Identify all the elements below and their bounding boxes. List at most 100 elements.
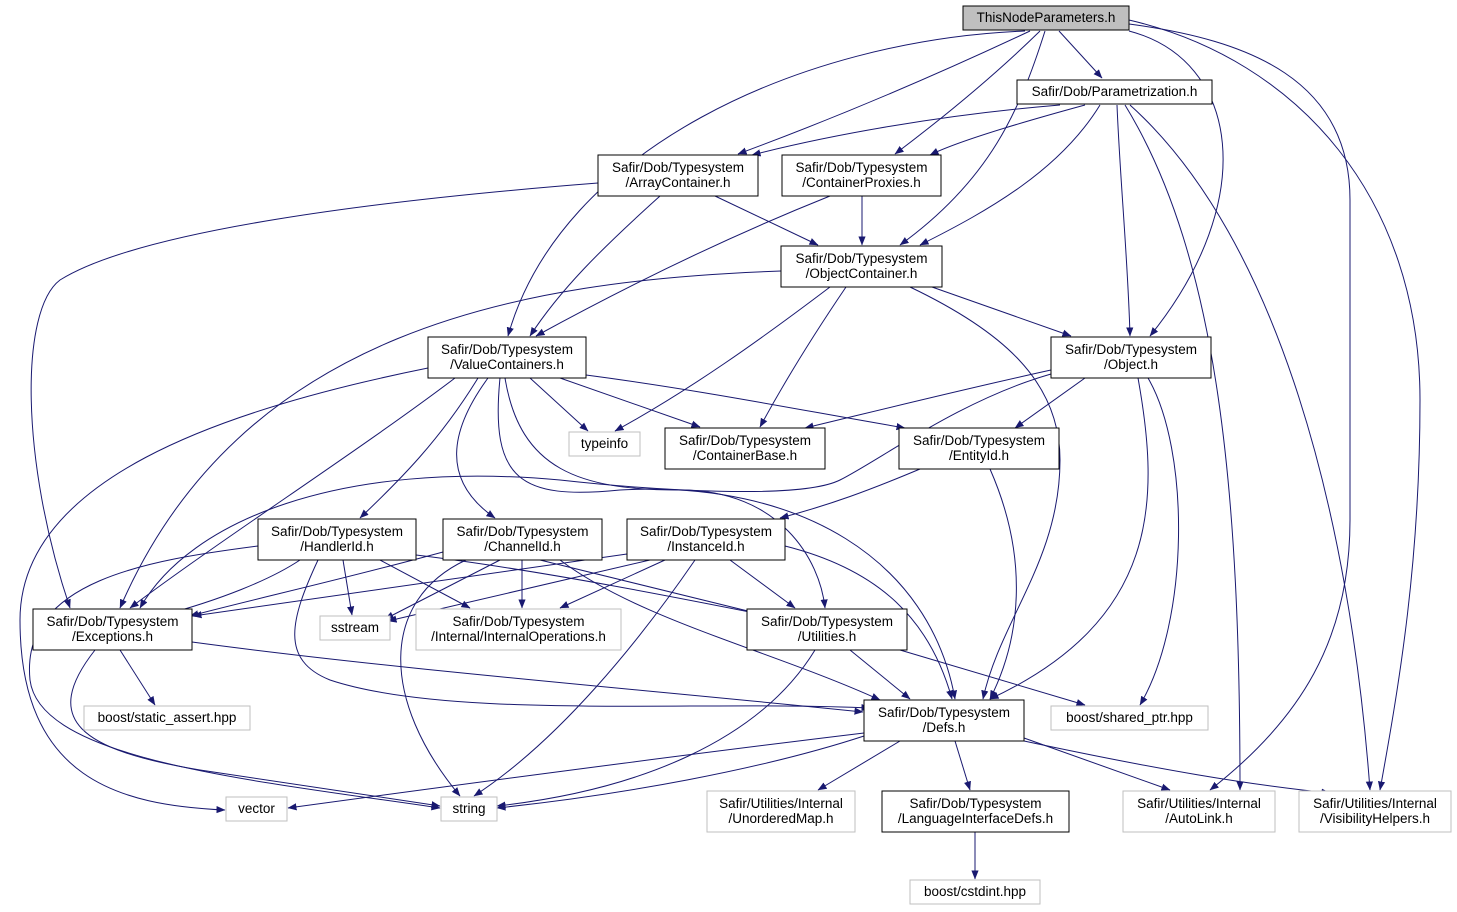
node-valc[interactable]: Safir/Dob/Typesystem/ValueContainers.h bbox=[427, 336, 587, 379]
node-chn[interactable]: Safir/Dob/Typesystem/ChannelId.h bbox=[442, 518, 603, 561]
edge-line bbox=[504, 377, 828, 609]
node-box bbox=[415, 608, 622, 651]
edge-line bbox=[1128, 30, 1224, 337]
node-lidefs[interactable]: Safir/Dob/Typesystem/LanguageInterfaceDe… bbox=[881, 790, 1070, 833]
node-label: /ChannelId.h bbox=[484, 539, 561, 554]
node-label: /ContainerBase.h bbox=[693, 448, 797, 463]
node-box bbox=[962, 5, 1130, 31]
edge-line bbox=[751, 104, 1061, 157]
edge-line bbox=[714, 195, 819, 246]
edge-chn-str bbox=[400, 559, 467, 797]
edge-line bbox=[384, 559, 501, 620]
node-box bbox=[225, 796, 288, 822]
edge-objc-defs bbox=[909, 286, 1061, 700]
node-defs[interactable]: Safir/Dob/Typesystem/Defs.h bbox=[863, 699, 1025, 742]
node-label: boost/static_assert.hpp bbox=[98, 710, 237, 725]
node-objc[interactable]: Safir/Dob/Typesystem/ObjectContainer.h bbox=[780, 245, 943, 288]
edge-line bbox=[400, 559, 467, 797]
node-label: /Object.h bbox=[1104, 357, 1158, 372]
node-str: string bbox=[440, 796, 498, 822]
edge-exc-sassert bbox=[119, 649, 156, 706]
edge-line bbox=[559, 559, 666, 609]
node-cstd: boost/cstdint.hpp bbox=[909, 879, 1041, 905]
edge-chn-defs bbox=[559, 559, 881, 701]
edge-inst-exc bbox=[192, 553, 628, 619]
edge-hnd-iops bbox=[379, 559, 471, 609]
edge-line bbox=[1128, 19, 1421, 791]
node-util[interactable]: Safir/Dob/Typesystem/Utilities.h bbox=[746, 608, 908, 651]
node-box bbox=[909, 879, 1041, 905]
edge-chn-sstr bbox=[384, 559, 501, 620]
edge-root-obj bbox=[1128, 30, 1224, 337]
node-label: Safir/Dob/Typesystem bbox=[271, 524, 403, 539]
edge-param-vis bbox=[1129, 104, 1373, 791]
edge-defs-alink bbox=[1023, 737, 1171, 791]
edge-obj-cbase bbox=[804, 369, 1052, 430]
edge-defs-vis bbox=[1023, 740, 1331, 796]
nodes-layer: ThisNodeParameters.hSafir/Dob/Parametriz… bbox=[32, 5, 1452, 905]
edge-line bbox=[729, 559, 796, 609]
node-inst[interactable]: Safir/Dob/Typesystem/InstanceId.h bbox=[626, 518, 786, 561]
edge-line bbox=[192, 553, 628, 619]
node-label: Safir/Dob/Typesystem bbox=[679, 433, 811, 448]
node-hnd[interactable]: Safir/Dob/Typesystem/HandlerId.h bbox=[257, 518, 417, 561]
edge-root-cprox bbox=[894, 30, 1041, 155]
edge-param-alink bbox=[1124, 104, 1244, 791]
node-label: Safir/Dob/Typesystem bbox=[441, 342, 573, 357]
node-label: string bbox=[452, 801, 485, 816]
node-label: /Defs.h bbox=[923, 720, 966, 735]
edge-inst-defs bbox=[784, 545, 954, 700]
edge-line bbox=[529, 195, 661, 337]
edge-chn-exc bbox=[189, 551, 444, 618]
node-exc[interactable]: Safir/Dob/Typesystem/Exceptions.h bbox=[32, 608, 193, 651]
node-box bbox=[568, 431, 641, 457]
edge-root-vis bbox=[1128, 19, 1421, 791]
node-box bbox=[780, 245, 943, 288]
edge-line bbox=[496, 735, 865, 811]
node-label: Safir/Dob/Typesystem bbox=[46, 614, 178, 629]
node-param[interactable]: Safir/Dob/Parametrization.h bbox=[1016, 79, 1213, 105]
node-ent[interactable]: Safir/Dob/Typesystem/EntityId.h bbox=[898, 427, 1060, 470]
edge-objc-cbase bbox=[759, 286, 847, 428]
edge-line bbox=[496, 649, 816, 809]
node-sassert: boost/static_assert.hpp bbox=[83, 705, 251, 731]
edge-obj-sptr bbox=[1139, 377, 1180, 706]
node-iops: Safir/Dob/Typesystem/Internal/InternalOp… bbox=[415, 608, 622, 651]
edge-line bbox=[779, 468, 921, 520]
node-cbase[interactable]: Safir/Dob/Typesystem/ContainerBase.h bbox=[664, 427, 826, 470]
edge-line bbox=[894, 30, 1041, 155]
node-box bbox=[1050, 336, 1212, 379]
node-root[interactable]: ThisNodeParameters.h bbox=[962, 5, 1130, 31]
node-box bbox=[626, 518, 786, 561]
node-sptr: boost/shared_ptr.hpp bbox=[1050, 705, 1209, 731]
edge-line bbox=[456, 377, 496, 519]
edge-line bbox=[19, 367, 429, 814]
edge-line bbox=[535, 195, 831, 337]
edge-line bbox=[1129, 104, 1373, 791]
edge-line bbox=[929, 104, 1086, 156]
node-box bbox=[257, 518, 417, 561]
node-cprox[interactable]: Safir/Dob/Typesystem/ContainerProxies.h bbox=[781, 154, 942, 197]
node-label: /Internal/InternalOperations.h bbox=[431, 629, 606, 644]
edge-line bbox=[1023, 740, 1331, 796]
node-box bbox=[1016, 79, 1213, 105]
edge-line bbox=[129, 377, 456, 609]
node-obj[interactable]: Safir/Dob/Typesystem/Object.h bbox=[1050, 336, 1212, 379]
edge-array-exc bbox=[30, 182, 599, 609]
node-label: Safir/Dob/Typesystem bbox=[913, 433, 1045, 448]
node-label: boost/shared_ptr.hpp bbox=[1066, 710, 1193, 725]
edge-valc-ent bbox=[585, 374, 906, 431]
edge-root-alink bbox=[1128, 23, 1351, 791]
edge-line bbox=[1116, 104, 1134, 337]
edge-hnd-sstr bbox=[342, 559, 355, 616]
edge-line bbox=[989, 377, 1149, 700]
edge-line bbox=[899, 649, 1086, 707]
edge-cprox-valc bbox=[535, 195, 831, 337]
edge-line bbox=[359, 377, 479, 519]
edge-line bbox=[294, 559, 871, 712]
node-label: Safir/Dob/Typesystem bbox=[452, 614, 584, 629]
node-label: /ObjectContainer.h bbox=[806, 266, 918, 281]
node-array[interactable]: Safir/Dob/Typesystem/ArrayContainer.h bbox=[597, 154, 759, 197]
node-label: Safir/Dob/Typesystem bbox=[795, 160, 927, 175]
